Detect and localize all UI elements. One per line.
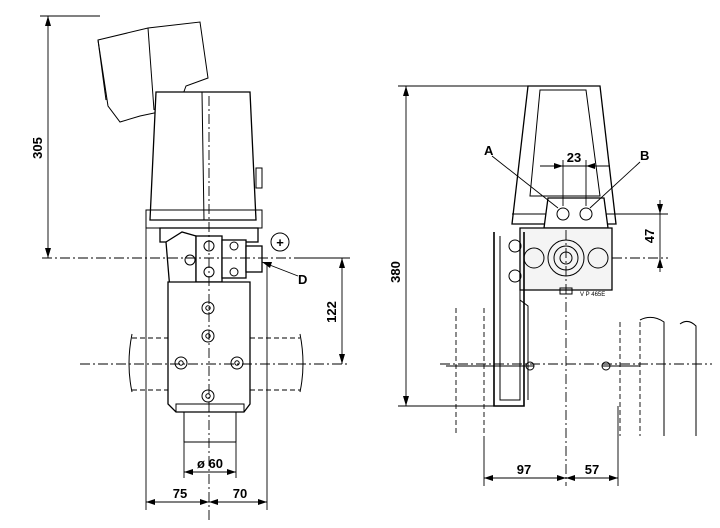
dim-305-label: 305: [30, 137, 45, 159]
dim-70-label: 70: [233, 486, 247, 501]
dim-23: 23: [540, 150, 610, 206]
dim-diameter: ø 60: [183, 442, 237, 478]
plate-code: V P 465E: [580, 292, 605, 298]
label-b-group: B: [589, 148, 649, 209]
label-b: B: [640, 148, 649, 163]
dim-305: 305: [30, 15, 100, 258]
port-b: [579, 207, 593, 221]
label-a: A: [484, 143, 494, 158]
bracket: [493, 232, 529, 407]
pipe-clamps: [446, 308, 697, 436]
label-d: D: [298, 272, 307, 287]
main-housing: [145, 91, 263, 229]
dim-380: 380: [388, 85, 528, 407]
pipe-outline: [128, 333, 304, 393]
plus-symbol: +: [276, 235, 284, 250]
port-a: [556, 207, 570, 221]
port-plate: [543, 197, 609, 229]
dim-75-label: 75: [173, 486, 187, 501]
dim-122: 122: [300, 257, 350, 364]
dim-widths: 75 70: [145, 228, 268, 510]
left-view: 305 122 D + ø 60: [30, 15, 350, 520]
dim-bottom: 97 57: [483, 406, 619, 486]
right-centerlines: [440, 230, 712, 486]
dim-122-label: 122: [324, 301, 339, 323]
dim-380-label: 380: [388, 261, 403, 283]
dim-97-label: 97: [517, 462, 531, 477]
plus-symbol-group: +: [270, 232, 290, 252]
dim-47: 47: [608, 200, 668, 272]
dim-diameter-label: ø 60: [197, 456, 223, 471]
label-a-group: A: [484, 143, 559, 209]
dim-57-label: 57: [585, 462, 599, 477]
mounting-bolts: [174, 301, 244, 403]
label-d-group: D: [261, 261, 307, 287]
left-centerlines: [42, 96, 350, 520]
dim-23-label: 23: [567, 150, 581, 165]
mounting-body: [167, 281, 251, 443]
valve-block: [159, 227, 263, 291]
right-view: V P 465E: [388, 85, 712, 486]
dim-47-label: 47: [642, 229, 657, 243]
